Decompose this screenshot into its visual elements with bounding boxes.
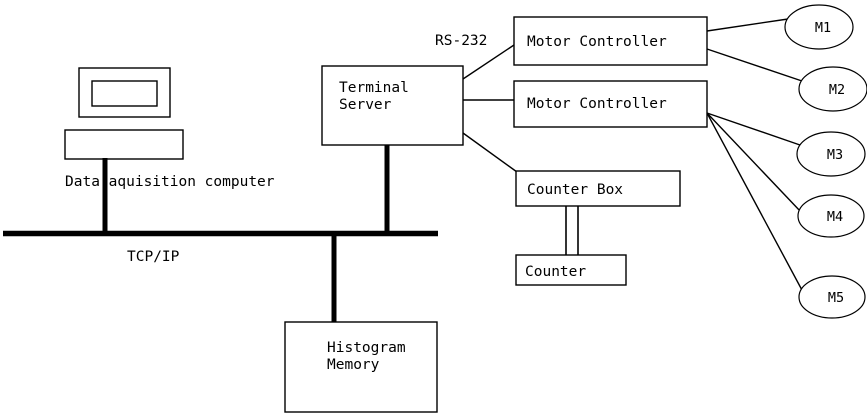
motor-controller-1-box[interactable]	[513, 16, 708, 66]
counter-box[interactable]	[515, 254, 627, 286]
motor-m1-label: M1	[815, 20, 831, 36]
motor-controller-2-to-m5-link	[706, 112, 804, 293]
terminal-server-to-counter-box-link	[462, 132, 518, 173]
motor-controller-2-label: Motor Controller	[527, 96, 667, 112]
motor-controller-1-to-m1-link	[706, 18, 789, 32]
rs232-label: RS-232	[435, 33, 487, 49]
motor-m3-label: M3	[827, 147, 843, 163]
histogram-memory-box[interactable]	[284, 321, 438, 413]
motor-m4-ellipse	[797, 194, 865, 238]
motor-m2-ellipse	[798, 66, 867, 112]
terminal-server-label-line2: Server	[339, 97, 392, 113]
motor-m1-node[interactable]: M1	[784, 4, 854, 50]
terminal-server-box[interactable]	[321, 65, 464, 146]
data-acquisition-computer-group[interactable]	[64, 67, 184, 160]
counter-box-label: Counter Box	[527, 182, 623, 198]
motor-m5-label: M5	[828, 290, 844, 306]
motor-m3-ellipse	[796, 131, 866, 177]
motor-m1-ellipse	[784, 4, 854, 50]
motor-controller-1-label: Motor Controller	[527, 34, 667, 50]
motor-controller-1-to-m2-link	[706, 48, 803, 82]
motor-controller-2-box[interactable]	[513, 80, 708, 128]
histogram-memory-label-line2: Memory	[327, 357, 380, 373]
computer-caption: Data aquisition computer	[65, 174, 275, 190]
motor-m2-label: M2	[829, 82, 845, 98]
motor-controller-2-to-m3-link	[706, 112, 801, 146]
counter-box-box[interactable]	[515, 170, 681, 207]
monitor-screen-icon	[91, 80, 158, 107]
counter-label: Counter	[525, 264, 586, 280]
motor-m3-node[interactable]: M3	[796, 131, 866, 177]
motor-m4-label: M4	[827, 209, 843, 225]
terminal-server-label-line1: Terminal	[339, 80, 409, 96]
motor-m5-ellipse	[798, 275, 866, 319]
motor-m5-node[interactable]: M5	[798, 275, 866, 319]
tcpip-bus-label: TCP/IP	[127, 249, 180, 265]
histogram-memory-label-line1: Histogram	[327, 340, 406, 356]
terminal-server-to-motor-controller-1-link	[462, 44, 515, 80]
computer-base-icon	[64, 129, 184, 160]
motor-m2-node[interactable]: M2	[798, 66, 867, 112]
motor-m4-node[interactable]: M4	[797, 194, 865, 238]
motor-controller-2-to-m4-link	[706, 112, 802, 213]
